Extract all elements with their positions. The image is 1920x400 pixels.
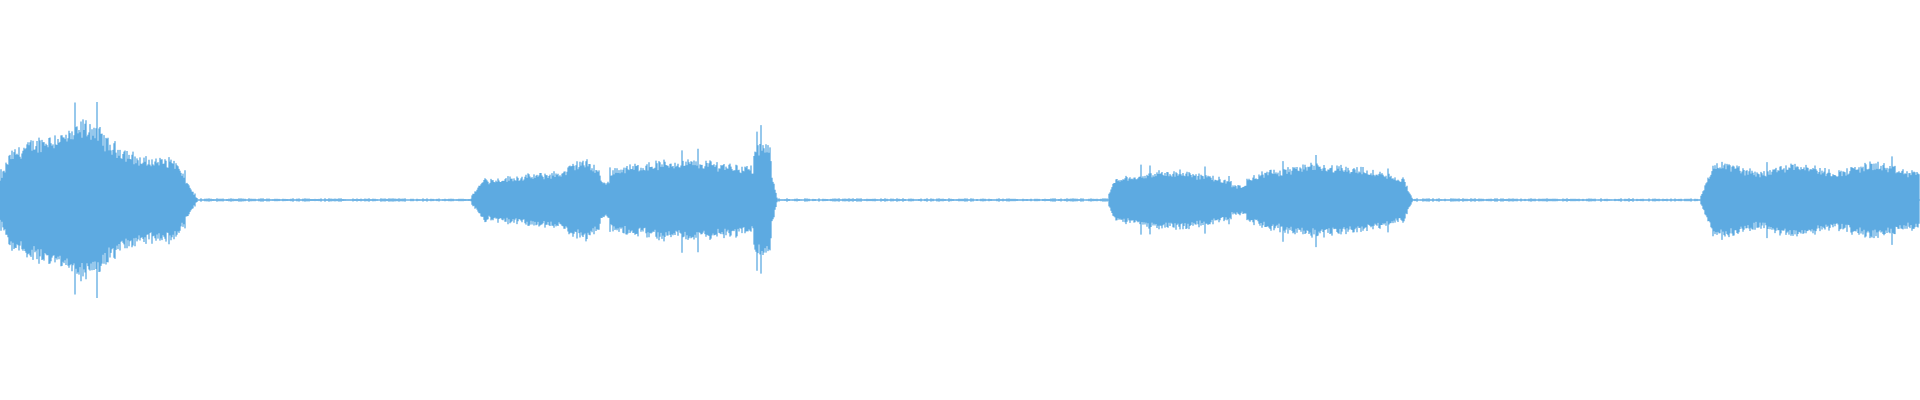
- waveform-path: [0, 102, 1920, 298]
- waveform-bars: [0, 102, 1920, 298]
